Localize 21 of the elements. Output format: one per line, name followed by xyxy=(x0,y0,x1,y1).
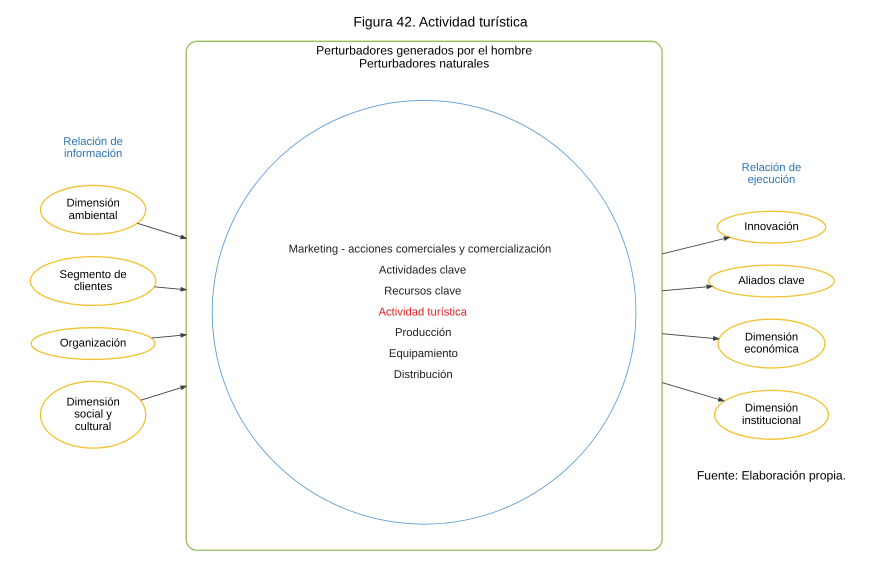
node-ellipse: Dimensión institucional xyxy=(713,390,829,440)
node-ellipse: Segmento de clientes xyxy=(29,256,156,306)
arrow xyxy=(150,332,187,339)
arrow xyxy=(153,286,187,292)
node-ellipse: Aliados clave xyxy=(708,264,834,298)
caption: Fuente: Elaboración propia. xyxy=(696,468,846,483)
diagram-title: Figura 42. Actividad turística xyxy=(352,13,528,30)
arrow xyxy=(661,284,713,292)
label: Relación de ejecución xyxy=(741,162,801,186)
node-ellipse: Dimensión económica xyxy=(716,318,826,369)
arrow xyxy=(661,333,720,341)
arrow xyxy=(661,382,725,402)
node-ellipse: Dimensión social y cultural xyxy=(39,380,146,449)
label: Relación de información xyxy=(62,136,122,160)
arrow xyxy=(661,236,730,254)
node-ellipse: Innovación xyxy=(716,210,826,244)
arrow xyxy=(140,385,187,401)
node-circle: Marketing - acciones comerciales y comercialización Actividades clave Recursos clave Actividad turística Producción Equipamiento Distribución xyxy=(211,100,636,525)
node-ellipse: Organización xyxy=(30,327,156,360)
arrow xyxy=(136,222,187,240)
node-ellipse: Dimensión ambiental xyxy=(39,184,146,235)
